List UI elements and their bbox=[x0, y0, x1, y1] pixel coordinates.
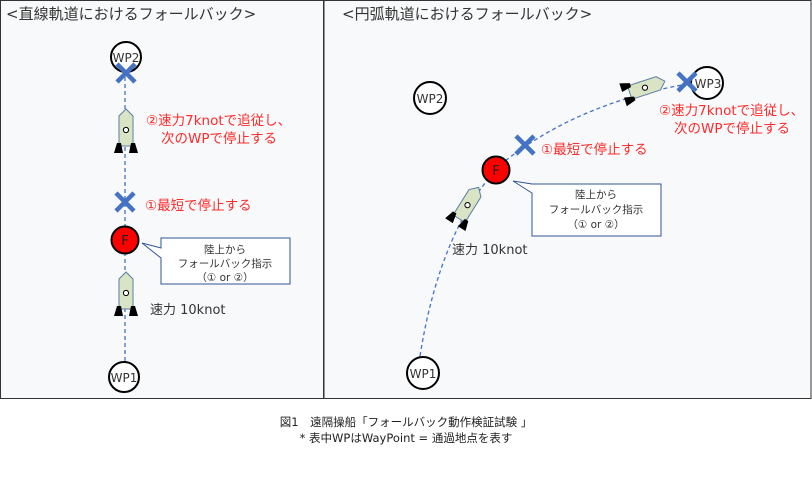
figure-note: * 表中WPはWayPoint = 通過地点を表す bbox=[299, 431, 513, 445]
svg-text:WP3: WP3 bbox=[695, 77, 722, 91]
speed-label: 速力 10knot bbox=[150, 303, 226, 318]
waypoint-wp2: WP2 bbox=[413, 81, 447, 115]
callout-box: 陸上から フォールバック指示 （① or ②） bbox=[512, 180, 662, 237]
svg-text:陸上から: 陸上から bbox=[575, 188, 617, 201]
waypoint-wp1: WP1 bbox=[406, 356, 440, 390]
svg-text:WP2: WP2 bbox=[417, 92, 444, 106]
option2-label-line2: 次のWPで停止する bbox=[161, 130, 277, 147]
svg-text:（① or ②）: （① or ②） bbox=[567, 219, 624, 231]
option2-label-line2: 次のWPで停止する bbox=[674, 120, 790, 137]
svg-text:（① or ②）: （① or ②） bbox=[196, 272, 253, 284]
option2-label-line1: ②速力7knotで追従し、 bbox=[146, 113, 291, 129]
waypoint-wp3: WP3 bbox=[690, 66, 724, 100]
option1-label: ①最短で停止する bbox=[145, 197, 252, 214]
fallback-marker: F bbox=[481, 155, 511, 185]
left-panel-title: <直線軌道におけるフォールバック> bbox=[6, 5, 256, 23]
svg-text:WP1: WP1 bbox=[410, 367, 437, 381]
callout-box: 陸上から フォールバック指示 （① or ②） bbox=[141, 237, 291, 285]
svg-text:WP2: WP2 bbox=[113, 51, 140, 65]
option2-label-line1: ②速力7knotで追従し、 bbox=[659, 103, 804, 119]
option1-label: ①最短で停止する bbox=[541, 141, 648, 158]
figure-caption: 図1 遠隔操船「フォールバック動作検証試験 」 bbox=[279, 415, 533, 429]
waypoint-wp2: WP2 bbox=[110, 41, 142, 73]
speed-label: 速力 10knot bbox=[452, 243, 528, 258]
svg-text:F: F bbox=[121, 234, 128, 249]
svg-text:フォールバック指示: フォールバック指示 bbox=[178, 257, 273, 270]
fallback-marker: F bbox=[110, 225, 140, 255]
svg-text:陸上から: 陸上から bbox=[204, 243, 246, 256]
right-panel-title: <円弧軌道におけるフォールバック> bbox=[342, 5, 592, 23]
waypoint-wp1: WP1 bbox=[108, 361, 140, 393]
svg-text:F: F bbox=[492, 164, 499, 179]
svg-text:フォールバック指示: フォールバック指示 bbox=[549, 203, 644, 216]
svg-text:WP1: WP1 bbox=[111, 371, 138, 385]
left-panel bbox=[0, 0, 324, 399]
